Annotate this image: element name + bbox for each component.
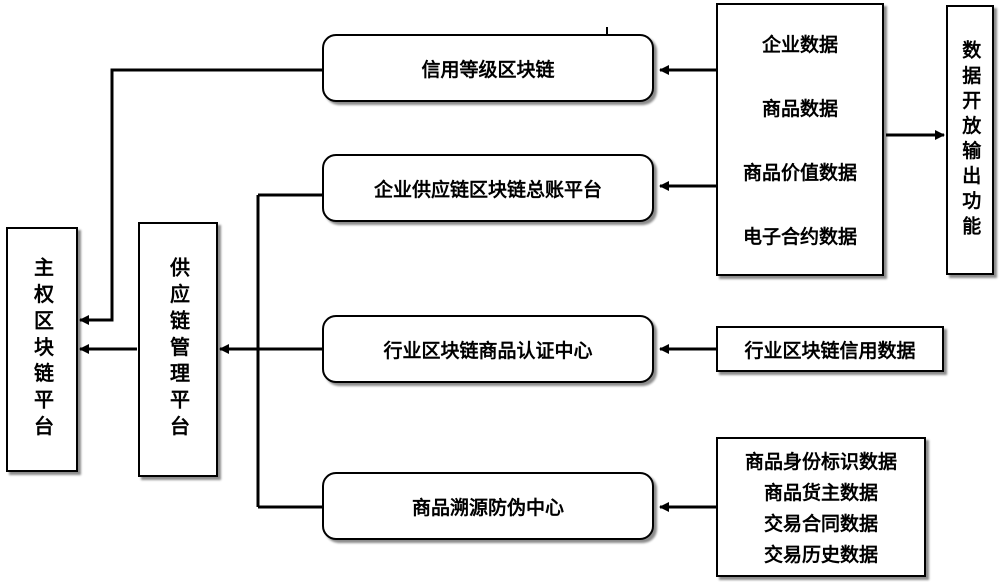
- ledger-platform-box: 企业供应链区块链总账平台: [322, 154, 654, 222]
- trace-center-box: 商品溯源防伪中心: [322, 472, 654, 540]
- cert-center-box: 行业区块链商品认证中心: [322, 315, 654, 383]
- trace-center-label: 商品溯源防伪中心: [411, 496, 564, 519]
- cert-center-label: 行业区块链商品认证中心: [383, 339, 593, 362]
- arrow-credit-to-main: [79, 68, 322, 325]
- data-open-label: 数据开放输出功能: [959, 39, 982, 241]
- enterprise-data-item: 商品价值数据: [742, 162, 857, 185]
- trace-data-box: 商品身份标识数据 商品货主数据 交易合同数据 交易历史数据: [716, 437, 926, 577]
- enterprise-data-item: 商品数据: [761, 97, 838, 120]
- trace-data-item: 商品身份标识数据: [744, 451, 897, 473]
- trace-data-item: 交易历史数据: [763, 544, 878, 566]
- enterprise-data-item: 企业数据: [761, 33, 838, 56]
- trace-data-item: 商品货主数据: [763, 482, 878, 504]
- main-platform-box: 主权区块链平台: [6, 227, 78, 472]
- ledger-platform-label: 企业供应链区块链总账平台: [373, 178, 602, 201]
- main-platform-label: 主权区块链平台: [30, 257, 55, 442]
- industry-data-item: 行业区块链信用数据: [744, 339, 916, 362]
- enterprise-data-box: 企业数据 商品数据 商品价值数据 电子合约数据: [716, 3, 884, 276]
- data-open-box: 数据开放输出功能: [946, 5, 994, 275]
- credit-chain-label: 信用等级区块链: [421, 58, 555, 81]
- supply-chain-platform-box: 供应链管理平台: [138, 222, 218, 477]
- supply-chain-platform-label: 供应链管理平台: [166, 257, 191, 442]
- credit-chain-box: 信用等级区块链: [322, 34, 654, 102]
- industry-data-box: 行业区块链信用数据: [716, 326, 944, 372]
- enterprise-data-item: 电子合约数据: [742, 226, 857, 249]
- trace-data-item: 交易合同数据: [763, 513, 878, 535]
